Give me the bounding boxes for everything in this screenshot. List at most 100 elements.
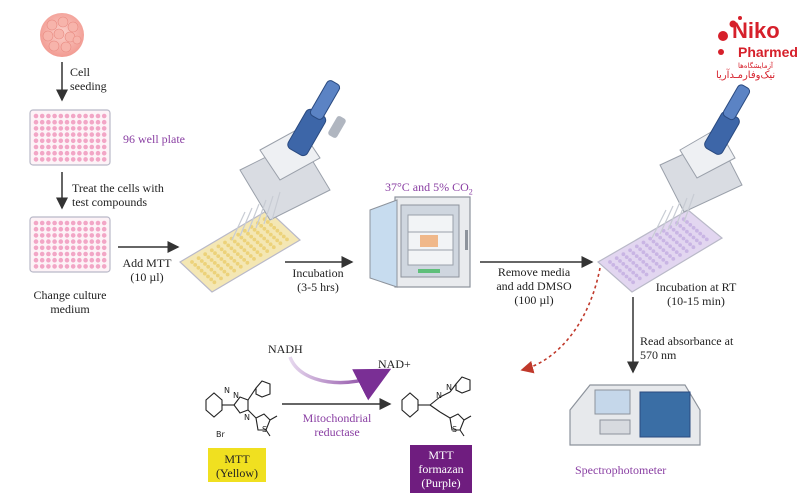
well — [278, 231, 283, 236]
well — [95, 251, 101, 257]
well — [681, 236, 686, 241]
well — [641, 269, 646, 274]
label-incubator-conditions: 37°C and 5% CO2 — [385, 180, 473, 197]
well — [46, 226, 51, 232]
well — [259, 224, 264, 228]
mtt-molecule-icon — [205, 380, 278, 437]
well — [39, 233, 45, 238]
well — [95, 144, 101, 150]
well — [95, 157, 101, 162]
well — [95, 126, 101, 131]
well — [64, 233, 70, 238]
well — [238, 264, 243, 269]
well — [64, 132, 70, 137]
well — [654, 252, 659, 256]
well — [39, 126, 45, 131]
well — [33, 245, 39, 251]
well — [70, 251, 76, 257]
well — [58, 113, 64, 119]
well — [245, 251, 250, 256]
well — [58, 119, 64, 125]
well — [278, 241, 283, 246]
well — [33, 113, 39, 119]
well — [39, 113, 45, 119]
well — [694, 238, 699, 243]
well — [89, 126, 95, 131]
well — [661, 258, 666, 262]
well — [39, 239, 45, 244]
well — [46, 157, 51, 162]
well — [101, 245, 107, 251]
well — [83, 119, 88, 125]
brand-name-line2: Pharmed — [738, 44, 798, 60]
well — [52, 113, 57, 119]
well — [39, 138, 45, 144]
svg-text:N: N — [244, 413, 250, 422]
well — [684, 249, 689, 254]
well — [46, 132, 51, 137]
well — [648, 236, 653, 241]
well — [245, 241, 250, 246]
well — [95, 233, 101, 238]
well — [668, 254, 672, 258]
well — [70, 150, 76, 156]
well — [206, 255, 211, 259]
well — [668, 244, 672, 249]
well — [252, 227, 257, 232]
well — [83, 251, 88, 257]
well — [95, 220, 101, 226]
well — [219, 257, 224, 261]
well — [255, 240, 260, 245]
well — [89, 257, 95, 263]
well — [688, 242, 692, 247]
well — [222, 260, 227, 264]
well — [89, 220, 95, 226]
well — [637, 276, 642, 281]
well — [46, 138, 51, 144]
well — [285, 237, 289, 242]
well — [648, 256, 652, 260]
dotted-arrow-to-reaction — [520, 267, 601, 374]
well — [33, 119, 39, 125]
well — [242, 258, 247, 262]
well — [681, 226, 686, 231]
well — [627, 277, 632, 282]
well — [655, 232, 659, 237]
well — [255, 230, 260, 235]
well — [631, 280, 635, 285]
well — [33, 157, 39, 162]
well — [678, 224, 683, 228]
well — [101, 251, 107, 257]
well — [64, 150, 70, 156]
well — [661, 238, 666, 243]
well — [226, 243, 231, 248]
well — [39, 119, 45, 125]
well — [671, 227, 676, 232]
well — [684, 239, 689, 244]
well — [83, 257, 88, 263]
well — [219, 266, 224, 271]
well — [638, 257, 642, 261]
well — [52, 251, 57, 257]
well — [275, 228, 280, 233]
well — [33, 239, 39, 244]
well — [70, 157, 76, 162]
well — [634, 263, 639, 268]
label-nad-plus: NAD+ — [378, 357, 411, 371]
well — [58, 245, 64, 251]
well — [83, 126, 88, 131]
well — [235, 261, 240, 266]
well — [33, 150, 39, 156]
well — [58, 257, 64, 263]
well — [95, 226, 101, 232]
well — [95, 132, 101, 137]
spectrophotometer-icon — [569, 384, 701, 446]
well — [77, 119, 82, 125]
well — [77, 226, 82, 232]
well — [58, 144, 64, 150]
well — [212, 270, 217, 275]
well — [691, 245, 696, 250]
well — [678, 243, 682, 248]
well — [202, 271, 207, 276]
